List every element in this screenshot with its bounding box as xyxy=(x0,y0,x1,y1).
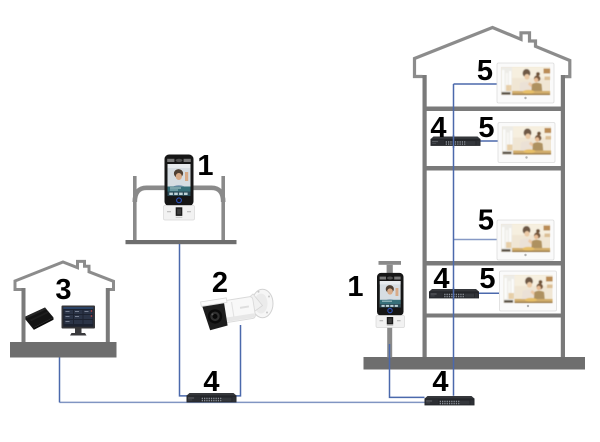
svg-text:3: 3 xyxy=(55,274,71,306)
svg-text:4: 4 xyxy=(432,366,448,398)
svg-text:5: 5 xyxy=(478,205,494,237)
svg-text:2: 2 xyxy=(212,267,228,299)
svg-text:1: 1 xyxy=(197,150,213,182)
svg-text:5: 5 xyxy=(478,112,494,144)
svg-text:4: 4 xyxy=(433,263,449,295)
svg-text:5: 5 xyxy=(479,263,495,295)
svg-text:1: 1 xyxy=(347,271,363,303)
svg-text:5: 5 xyxy=(477,55,493,87)
svg-text:4: 4 xyxy=(203,366,219,398)
svg-text:4: 4 xyxy=(430,112,446,144)
